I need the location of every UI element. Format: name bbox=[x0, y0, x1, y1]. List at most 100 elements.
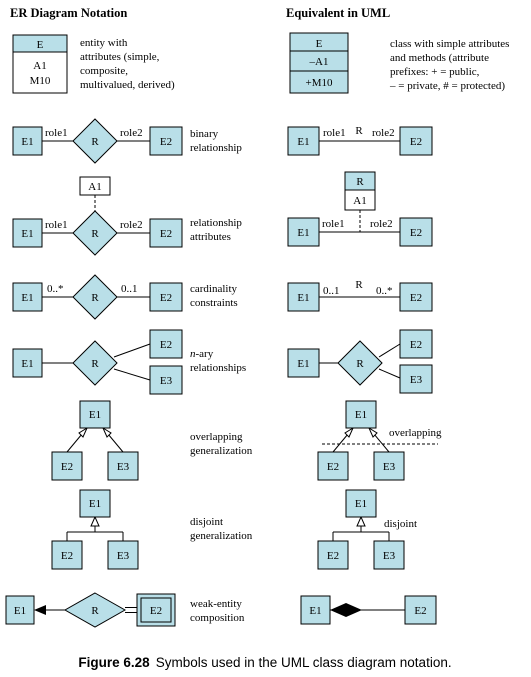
overlap-er-e1-label: E1 bbox=[89, 409, 101, 421]
relattr-er-e1-box bbox=[12, 218, 43, 248]
binary-er-role2: role2 bbox=[120, 127, 143, 139]
disjoint-uml-e1-box bbox=[345, 489, 377, 518]
overlap-desc-line-2: generalization bbox=[190, 445, 253, 457]
disjoint-uml-arrow bbox=[356, 515, 366, 527]
binary-uml-r-label: R bbox=[355, 125, 363, 137]
relattr-er-attr-box bbox=[79, 176, 111, 196]
figure-caption-label: Figure 6.28 bbox=[78, 655, 150, 670]
weak-uml-e1-label: E1 bbox=[309, 605, 321, 617]
disjoint-uml-e1-label: E1 bbox=[355, 498, 367, 510]
card-uml-c1: 0..1 bbox=[323, 285, 340, 297]
overlap-uml-e3-label: E3 bbox=[383, 461, 396, 473]
overlap-uml-e1-box bbox=[345, 400, 377, 429]
card-er-e1-box bbox=[12, 282, 43, 312]
card-er-e1-label: E1 bbox=[21, 292, 33, 304]
relattr-uml-e1-box bbox=[287, 217, 320, 247]
weak-er-e1-label: E1 bbox=[14, 605, 26, 617]
er-entity-name: E bbox=[37, 39, 44, 51]
overlap-uml-e2-label: E2 bbox=[327, 461, 339, 473]
binary-er-e2-label: E2 bbox=[160, 136, 172, 148]
nary-er-e3-label: E3 bbox=[160, 375, 173, 387]
binary-uml-role2: role2 bbox=[372, 127, 395, 139]
disjoint-desc-line-1: disjoint bbox=[190, 516, 223, 528]
disjoint-er-e2-box bbox=[51, 540, 83, 570]
overlap-er-e3-label: E3 bbox=[117, 461, 130, 473]
nary-er-e1-label: E1 bbox=[21, 358, 33, 370]
uml-class-desc-line-3: prefixes: + = public, bbox=[390, 66, 480, 78]
overlap-uml-e1-label: E1 bbox=[355, 409, 367, 421]
er-entity-attr: A1 bbox=[33, 60, 46, 72]
weak-er-r-label: R bbox=[91, 605, 99, 617]
weak-er-relationship-diamond bbox=[63, 592, 127, 628]
binary-er-role1: role1 bbox=[45, 127, 68, 139]
uml-equivalent-header: Equivalent in UML bbox=[286, 6, 390, 20]
relattr-uml-association-class: R A1 bbox=[344, 171, 376, 211]
nary-uml-e3-label: E3 bbox=[410, 374, 423, 386]
weak-er-e2-label: E2 bbox=[150, 605, 162, 617]
relattr-er-e1-label: E1 bbox=[21, 228, 33, 240]
nary-desc-line-2: relationships bbox=[190, 362, 246, 374]
uml-class-name: E bbox=[316, 38, 323, 50]
disjoint-er-e2-label: E2 bbox=[61, 550, 73, 562]
relattr-er-relationship-diamond bbox=[72, 210, 118, 256]
relattr-uml-r-label: R bbox=[356, 176, 364, 188]
entity-desc-line-3: composite, bbox=[80, 65, 128, 77]
relattr-uml-role1: role1 bbox=[322, 218, 345, 230]
card-uml-e2-box bbox=[399, 282, 433, 312]
overlap-er-e3-box bbox=[107, 451, 139, 481]
disjoint-uml-label: disjoint bbox=[384, 518, 417, 530]
binary-er-e1-label: E1 bbox=[21, 136, 33, 148]
overlap-uml-arrow-left bbox=[344, 426, 355, 438]
binary-uml-role1: role1 bbox=[323, 127, 346, 139]
card-er-relationship-diamond bbox=[72, 274, 118, 320]
nary-er-e2-label: E2 bbox=[160, 339, 172, 351]
weak-uml-e2-label: E2 bbox=[414, 605, 426, 617]
binary-er-r-label: R bbox=[91, 136, 99, 148]
entity-desc-line-2: attributes (simple, bbox=[80, 51, 160, 63]
nary-uml-relationship-diamond bbox=[337, 340, 383, 386]
disjoint-er-e1-box bbox=[79, 489, 111, 518]
disjoint-er-e3-box bbox=[107, 540, 139, 570]
card-desc-line-2: constraints bbox=[190, 297, 238, 309]
card-uml-c2: 0..* bbox=[376, 285, 393, 297]
relattr-er-role2: role2 bbox=[120, 219, 143, 231]
nary-uml-e2-label: E2 bbox=[410, 339, 422, 351]
binary-uml-e1-label: E1 bbox=[297, 136, 309, 148]
card-er-r-label: R bbox=[91, 292, 99, 304]
weak-er-e2-double-box: E2 bbox=[136, 593, 176, 627]
weak-er-e1-box bbox=[5, 595, 35, 625]
binary-desc-line-1: binary bbox=[190, 128, 219, 140]
binary-desc-line-2: relationship bbox=[190, 142, 242, 154]
er-entity-box: E A1 M10 bbox=[12, 34, 68, 94]
nary-er-e1-box bbox=[12, 348, 43, 378]
card-desc-line-1: cardinality bbox=[190, 283, 238, 295]
weak-uml-e1-box bbox=[300, 595, 331, 625]
relattr-er-e2-box bbox=[149, 218, 183, 248]
nary-uml-e1-box bbox=[287, 348, 320, 378]
weak-desc-line-1: weak-entity bbox=[190, 598, 242, 610]
relattr-uml-e2-box bbox=[399, 217, 433, 247]
overlap-er-arrow-left bbox=[78, 426, 89, 438]
card-er-c2: 0..1 bbox=[121, 283, 138, 295]
disjoint-uml-e2-box bbox=[317, 540, 349, 570]
nary-er-relationship-diamond bbox=[72, 340, 118, 386]
overlap-uml-e2-box bbox=[317, 451, 349, 481]
relattr-uml-role2: role2 bbox=[370, 218, 393, 230]
overlap-uml-arrow-right bbox=[367, 426, 378, 438]
nary-uml-e2-box bbox=[399, 329, 433, 359]
binary-uml-e2-box bbox=[399, 126, 433, 156]
uml-class-desc-line-1: class with simple attributes bbox=[390, 38, 509, 50]
overlap-uml-e3-box bbox=[373, 451, 405, 481]
entity-desc-line-1: entity with bbox=[80, 37, 128, 49]
uml-class-desc-line-2: and methods (attribute bbox=[390, 52, 489, 64]
binary-er-e1-box bbox=[12, 126, 43, 156]
card-er-e2-label: E2 bbox=[160, 292, 172, 304]
disjoint-uml-e2-label: E2 bbox=[327, 550, 339, 562]
entity-desc-line-4: multivalued, derived) bbox=[80, 79, 175, 91]
weak-uml-e2-box bbox=[404, 595, 437, 625]
nary-uml-r-label: R bbox=[356, 358, 364, 370]
overlap-er-e2-box bbox=[51, 451, 83, 481]
disjoint-er-arrow bbox=[90, 515, 100, 527]
